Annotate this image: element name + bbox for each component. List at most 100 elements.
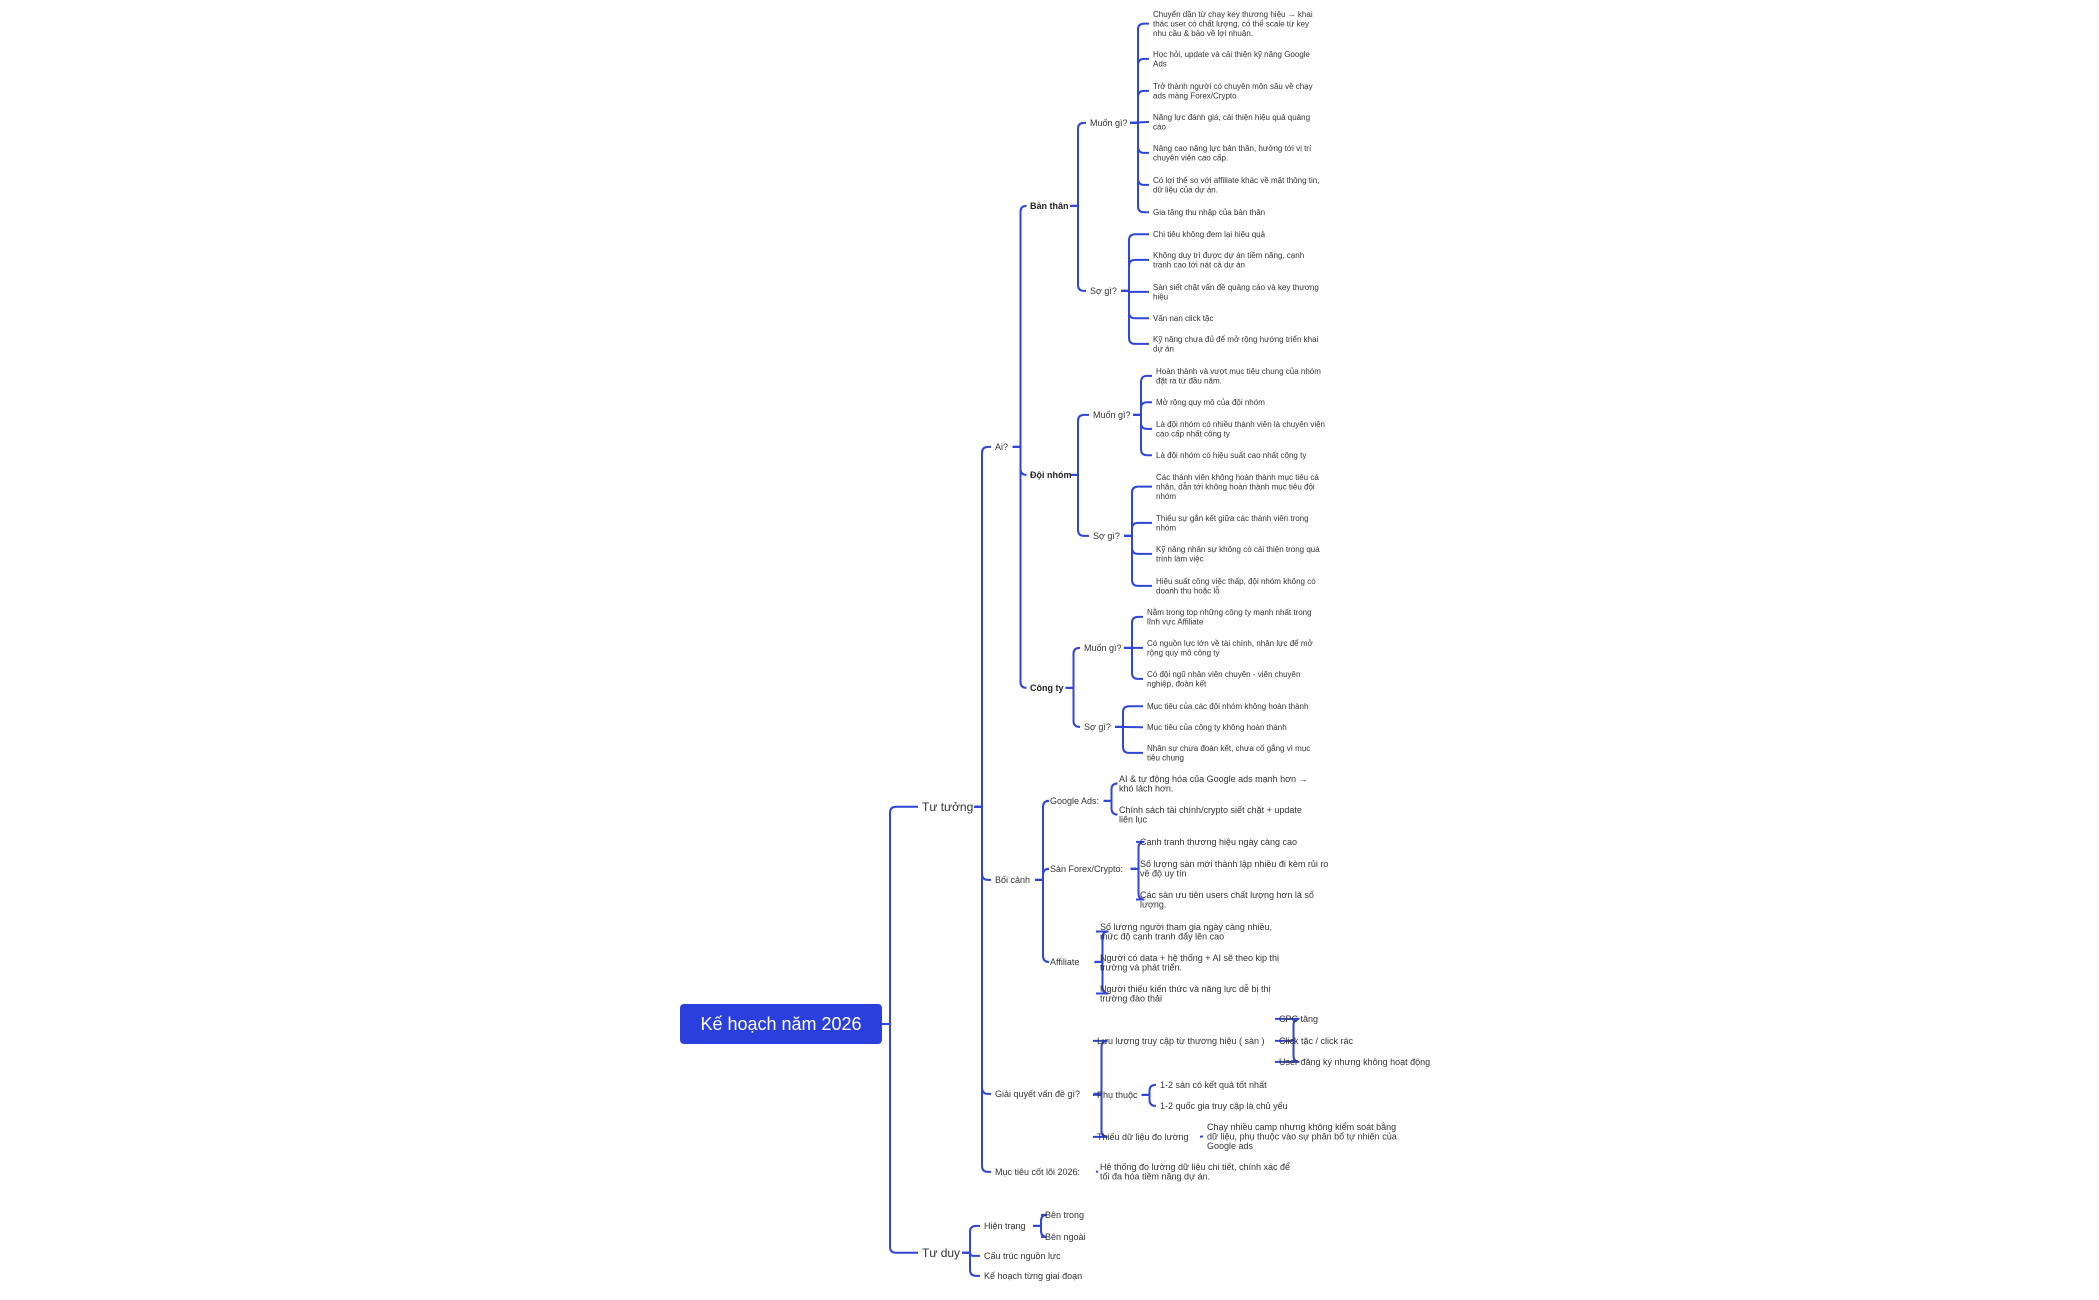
connector-b0-0-0-1-1 xyxy=(1121,258,1149,292)
connector-b0-1-1 xyxy=(1035,867,1050,881)
node-b0-0-1-1-1[interactable]: Thiếu sự gắn kết giữa các thành viên tro… xyxy=(1156,514,1309,532)
connector-b0-1-2-0 xyxy=(1094,930,1109,963)
node-b0-2[interactable]: Giải quyết vấn đề gì? xyxy=(995,1089,1080,1099)
connector-b0-2-1-1 xyxy=(1141,1093,1156,1107)
node-b0-0-2-0[interactable]: Muốn gì? xyxy=(1084,643,1122,653)
connector-b0-0-1-0 xyxy=(1070,413,1089,476)
node-b0-0-2[interactable]: Công ty xyxy=(1030,683,1064,693)
node-b1-0-1[interactable]: Bên ngoài xyxy=(1045,1232,1086,1242)
node-b0-0-1-1-3[interactable]: Hiệu suất công việc thấp, đội nhóm không… xyxy=(1156,577,1316,595)
node-b0-2-0[interactable]: Lưu lượng truy cập từ thương hiệu ( sàn … xyxy=(1097,1036,1264,1046)
connector-b0-0-0-0-0 xyxy=(1130,22,1149,124)
node-b0-1-0-0[interactable]: AI & tự động hóa của Google ads mạnh hơn… xyxy=(1119,774,1308,793)
connector-b0-0-0-0-1 xyxy=(1130,57,1149,124)
node-b0-0-0-1-0[interactable]: Chi tiêu không đem lại hiệu quả xyxy=(1153,230,1266,239)
node-b0-2-1-0[interactable]: 1-2 sàn có kết quả tốt nhất xyxy=(1160,1080,1267,1090)
connector-b0-0-1-1-3 xyxy=(1124,534,1152,587)
node-b0-0-0-0-6[interactable]: Gia tăng thu nhập của bản thân xyxy=(1153,208,1265,217)
connector-b0-0-1-1-2 xyxy=(1124,534,1152,555)
node-b0-0-1-0-3[interactable]: Là đội nhóm có hiệu suất cao nhất công t… xyxy=(1156,451,1306,460)
node-b1[interactable]: Tư duy xyxy=(922,1246,960,1260)
node-b0-0-0-0-5[interactable]: Có lợi thế so với affiliate khác về mặt … xyxy=(1153,176,1319,194)
root-node[interactable] xyxy=(680,1004,882,1044)
node-b0-2-0-0[interactable]: CPC tăng xyxy=(1279,1014,1318,1024)
connector-b0-1-0-0 xyxy=(1103,782,1118,802)
connector-b0-0 xyxy=(974,445,991,808)
node-b0-0-2-1-1[interactable]: Mục tiêu của công ty không hoàn thành xyxy=(1147,723,1287,732)
node-b0-0-0-1[interactable]: Sợ gì? xyxy=(1090,286,1117,296)
node-b0-1-2-0[interactable]: Số lượng người tham gia ngày càng nhiều,… xyxy=(1100,922,1272,941)
connector-b1-0-0 xyxy=(1033,1213,1048,1227)
node-b0-1-2-1[interactable]: Người có data + hệ thống + AI sẽ theo kị… xyxy=(1100,953,1279,972)
node-b0-0-1-0[interactable]: Muốn gì? xyxy=(1093,410,1131,420)
connector-b0-0-1-1 xyxy=(1070,473,1089,537)
connector-b0-2-0-2 xyxy=(1275,1039,1300,1063)
node-b0-2-2[interactable]: Thiếu dữ liệu đo lường xyxy=(1097,1132,1189,1142)
node-b0-1-0-1[interactable]: Chính sách tài chính/crypto siết chặt + … xyxy=(1119,805,1302,824)
connector-b0-0-0-0-2 xyxy=(1130,89,1149,124)
node-b0-1-1-0[interactable]: Cạnh tranh thương hiệu ngày càng cao xyxy=(1140,837,1297,847)
node-b1-0-0[interactable]: Bên trong xyxy=(1045,1210,1084,1220)
node-b0-1-2-2[interactable]: Người thiếu kiến thức và năng lực dễ bị … xyxy=(1100,984,1271,1003)
connector-b0-2-0 xyxy=(1093,1039,1108,1095)
node-b0-0-2-1[interactable]: Sợ gì? xyxy=(1084,722,1111,732)
node-b0-0-0-0-2[interactable]: Trở thành người có chuyên môn sâu về chạ… xyxy=(1153,82,1313,100)
connector-b0-0-1-0-3 xyxy=(1133,413,1152,457)
node-b0-1-1[interactable]: Sàn Forex/Crypto: xyxy=(1050,864,1123,874)
node-b0-0-0-0-1[interactable]: Học hỏi, update và cải thiện kỹ năng Goo… xyxy=(1153,50,1311,68)
node-b0-0-0-1-4[interactable]: Kỹ năng chưa đủ để mở rộng hướng triển k… xyxy=(1153,335,1319,353)
node-b1-2[interactable]: Kế hoạch từng giai đoạn xyxy=(984,1271,1082,1281)
node-b0[interactable]: Tư tưởng xyxy=(922,800,973,814)
node-b0-0-0-1-1[interactable]: Không duy trì được dự án tiềm năng, cạnh… xyxy=(1153,251,1304,269)
node-b0-0-0-0[interactable]: Muốn gì? xyxy=(1090,118,1128,128)
connector-b0-0-0-0-4 xyxy=(1130,121,1149,154)
node-b0-0-2-0-2[interactable]: Có đội ngũ nhân viên chuyên - viên chuyê… xyxy=(1147,670,1300,688)
node-b0-0-2-1-0[interactable]: Mục tiêu của các đội nhóm không hoàn thà… xyxy=(1147,702,1308,711)
connector-b0-1-2 xyxy=(1035,878,1050,963)
node-b0-0-0-1-2[interactable]: Sàn siết chặt vấn đề quảng cáo và key th… xyxy=(1153,283,1319,301)
node-b0-2-0-1[interactable]: Click tặc / click rác xyxy=(1279,1036,1354,1046)
node-b0-2-1-1[interactable]: 1-2 quốc gia truy cập là chủ yếu xyxy=(1160,1101,1288,1111)
node-b0-0-0[interactable]: Bản thân xyxy=(1030,201,1069,211)
node-b0-2-1[interactable]: Phụ thuộc xyxy=(1097,1090,1138,1100)
node-b0-3[interactable]: Mục tiêu cốt lõi 2026: xyxy=(995,1167,1080,1177)
node-b1-0[interactable]: Hiện trạng xyxy=(984,1221,1026,1231)
node-b0-0-2-0-0[interactable]: Nằm trong top những công ty mạnh nhất tr… xyxy=(1147,608,1312,626)
node-b0-0-1-1-2[interactable]: Kỹ năng nhân sự không có cải thiện trong… xyxy=(1156,545,1320,563)
node-b0-0-0-1-3[interactable]: Vấn nạn click tặc xyxy=(1153,314,1213,323)
node-b0-0-0-0-4[interactable]: Nâng cao năng lực bản thân, hướng tới vị… xyxy=(1153,144,1312,162)
connector-b0-2-2 xyxy=(1093,1092,1108,1138)
node-b0-2-2-0[interactable]: Chạy nhiều camp nhưng không kiểm soát bằ… xyxy=(1207,1122,1397,1151)
node-b0-0-1-0-0[interactable]: Hoàn thành và vượt mục tiêu chung của nh… xyxy=(1156,367,1321,385)
connector-b0-2-2-0 xyxy=(1199,1135,1204,1138)
node-b0-1-1-2[interactable]: Các sàn ưu tiên users chất lượng hơn là … xyxy=(1140,890,1314,909)
connector-b0-2-1-0 xyxy=(1141,1083,1156,1096)
node-b0-0[interactable]: Ai? xyxy=(995,442,1008,452)
node-b0-0-1-1[interactable]: Sợ gì? xyxy=(1093,531,1120,541)
node-b0-0-2-1-2[interactable]: Nhân sự chưa đoàn kết, chưa cố gắng vì m… xyxy=(1147,744,1310,762)
node-b0-1-2[interactable]: Affiliate xyxy=(1050,957,1079,967)
connector-b0-0-1-0-1 xyxy=(1133,401,1152,416)
node-b0-0-2-0-1[interactable]: Có nguồn lực lớn về tài chính, nhân lực … xyxy=(1147,639,1313,657)
node-b0-0-1[interactable]: Đội nhóm xyxy=(1030,470,1072,480)
node-b1-1[interactable]: Cấu trúc nguồn lực xyxy=(984,1251,1061,1261)
node-b0-2-0-2[interactable]: User đăng ký nhưng không hoạt động xyxy=(1279,1057,1430,1067)
node-b0-1-0[interactable]: Google Ads: xyxy=(1050,796,1099,806)
node-b0-1-1-1[interactable]: Số lượng sàn mới thành lập nhiều đi kèm … xyxy=(1140,859,1328,878)
connector-b0-0-2 xyxy=(1012,445,1027,689)
node-b0-1[interactable]: Bối cảnh xyxy=(995,875,1030,885)
node-b0-0-1-1-0[interactable]: Các thành viên không hoàn thành mục tiêu… xyxy=(1156,473,1319,501)
connector-b0-0-0-1-4 xyxy=(1121,289,1149,345)
connector-b1-0 xyxy=(962,1224,980,1254)
node-b0-3-0[interactable]: Hệ thống đo lường dữ liệu chi tiết, chín… xyxy=(1100,1162,1290,1181)
node-b0-0-1-0-2[interactable]: Là đội nhóm có nhiều thành viên là chuyê… xyxy=(1156,420,1325,438)
node-b0-0-0-0-3[interactable]: Năng lực đánh giá, cải thiện hiệu quả qu… xyxy=(1153,113,1310,131)
connector-b0-0-2-1-2 xyxy=(1115,725,1143,754)
connector-b0-0-0-1-3 xyxy=(1121,289,1149,320)
node-b0-0-0-0-0[interactable]: Chuyển dần từ chạy key thương hiệu → kha… xyxy=(1153,10,1313,38)
connector-b0-0-0 xyxy=(1012,204,1027,448)
connector-b0-0-1-0-0 xyxy=(1133,374,1152,416)
node-b0-0-1-0-1[interactable]: Mở rộng quy mô của đội nhóm xyxy=(1156,398,1265,407)
